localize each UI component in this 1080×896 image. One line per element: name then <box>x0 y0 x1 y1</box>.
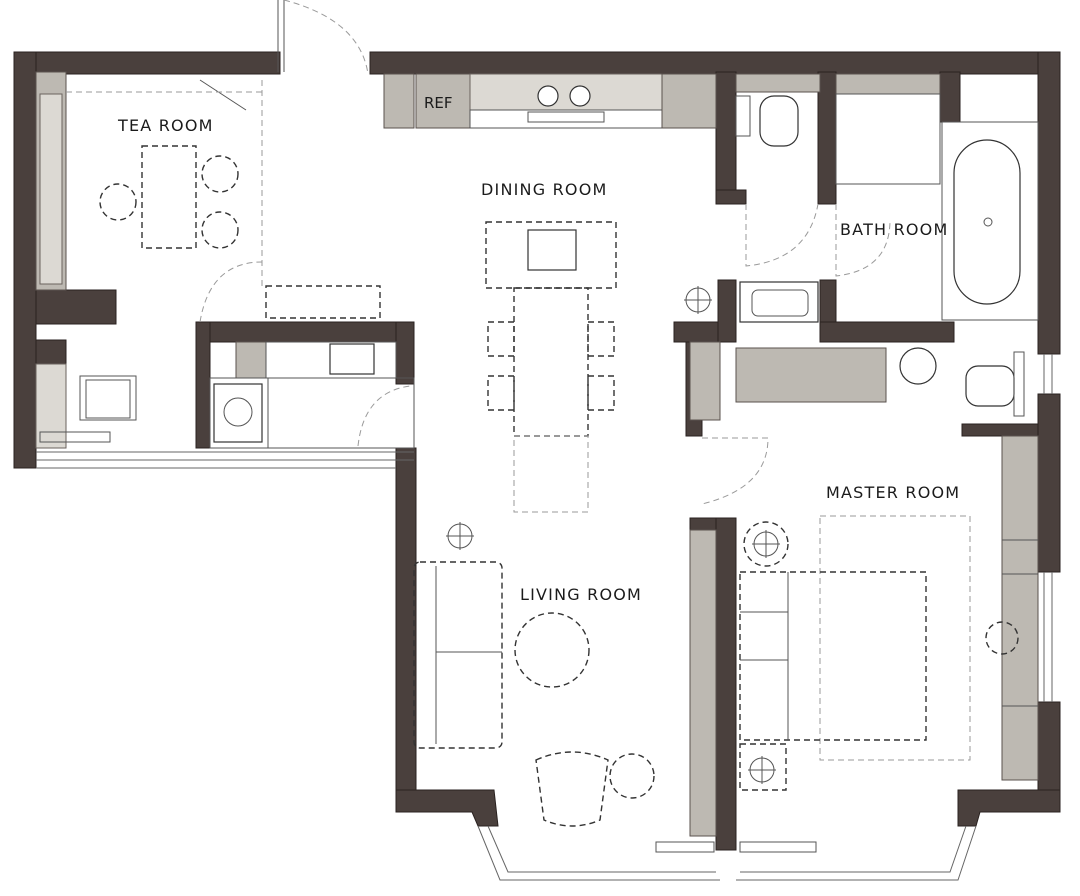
wall-right-upper <box>1037 51 1061 355</box>
label-dining-room: DINING ROOM <box>481 180 608 199</box>
radiators <box>39 431 817 853</box>
tea-room-cabinet-inner <box>39 93 63 285</box>
tea-chair-left <box>99 183 137 221</box>
kitchen-cabinet-left <box>383 73 415 129</box>
refrigerator <box>415 73 471 129</box>
label-bath-room: BATH ROOM <box>840 220 948 239</box>
label-tea-room: TEA ROOM <box>117 116 214 135</box>
washing-machine <box>213 383 263 443</box>
burner-left <box>537 85 559 107</box>
radiator-master-room <box>739 841 817 853</box>
wall-mid-post-2 <box>819 279 837 325</box>
wall-laundry-left <box>195 321 211 449</box>
wall-bath-bottom <box>961 423 1039 437</box>
master-wardrobe-right <box>1001 435 1039 781</box>
tea-chair-bottom-right <box>201 211 239 249</box>
room-labels: TEA ROOM DINING ROOM BATH ROOM MASTER RO… <box>117 116 960 604</box>
closet-left <box>35 363 67 449</box>
bathrooms <box>689 73 1039 421</box>
dining-room <box>485 221 617 513</box>
console-table <box>265 285 381 319</box>
master-chair <box>985 621 1019 655</box>
side-table <box>609 753 655 799</box>
armchair <box>535 751 609 827</box>
laundry-sink <box>329 343 375 375</box>
dining-chair-1 <box>487 321 515 357</box>
wall-bay-right <box>957 789 1061 827</box>
walls <box>13 51 1061 851</box>
shower-cabinet <box>835 73 941 95</box>
wall-tea-pilaster <box>35 289 117 325</box>
wall-partition <box>715 517 737 851</box>
master-closet-left <box>689 341 721 421</box>
light-dining <box>684 286 712 314</box>
wall-right-middle <box>1037 393 1061 573</box>
radiator-tea-room <box>39 431 111 443</box>
wc-cabinet <box>735 73 821 93</box>
wall-living-bay-left <box>395 789 499 827</box>
wall-bath-partition <box>939 71 961 123</box>
light-master <box>743 521 789 567</box>
dining-table <box>513 287 589 437</box>
wall-top-right <box>369 51 1061 75</box>
dining-chair-4 <box>587 375 615 411</box>
light-living <box>446 522 474 550</box>
dining-chair-3 <box>587 321 615 357</box>
laundry-cabinet <box>235 341 267 379</box>
tea-table <box>141 145 197 249</box>
laundry <box>209 341 415 449</box>
kitchen-counter <box>469 73 663 111</box>
refrigerator-label: REF <box>424 94 453 112</box>
master-nightstand <box>739 743 787 791</box>
wall-left <box>13 51 37 469</box>
wall-wc-left <box>715 71 737 205</box>
kitchen-island <box>485 221 617 289</box>
radiator-living-room <box>655 841 715 853</box>
wall-laundry-top <box>195 321 415 343</box>
master-wardrobe-top <box>735 347 887 403</box>
windows <box>36 0 1053 881</box>
wall-wc-bottom <box>715 189 747 205</box>
tea-room <box>35 71 381 449</box>
wall-tea-stub <box>35 339 67 365</box>
bathtub <box>953 139 1021 305</box>
burner-right <box>569 85 591 107</box>
dining-table-extension <box>513 435 589 513</box>
master-bed <box>739 571 927 741</box>
label-living-room: LIVING ROOM <box>520 585 642 604</box>
island-sink <box>527 229 577 271</box>
master-tv-cabinet <box>689 529 717 837</box>
dining-chair-2 <box>487 375 515 411</box>
tea-chair-top-right <box>201 155 239 193</box>
kitchen: REF <box>383 73 717 129</box>
master-bath-toilet <box>965 365 1015 407</box>
living-room <box>413 561 655 827</box>
wall-mid-right <box>819 321 955 343</box>
light-nightstand <box>748 756 776 784</box>
master-room <box>689 435 1039 837</box>
wall-top-left <box>13 51 281 75</box>
sofa <box>413 561 503 749</box>
wall-laundry-right <box>395 321 415 385</box>
master-rug <box>819 515 971 761</box>
wall-living-left <box>395 447 417 813</box>
wc-toilet <box>759 95 799 147</box>
wall-wc-right <box>817 71 837 205</box>
coffee-table <box>514 612 590 688</box>
label-master-room: MASTER ROOM <box>826 483 960 502</box>
wall-mid-post <box>717 279 737 343</box>
ceiling-lights <box>446 286 789 784</box>
kitchen-cabinet-right <box>661 73 717 129</box>
master-bath-sink <box>899 347 937 385</box>
